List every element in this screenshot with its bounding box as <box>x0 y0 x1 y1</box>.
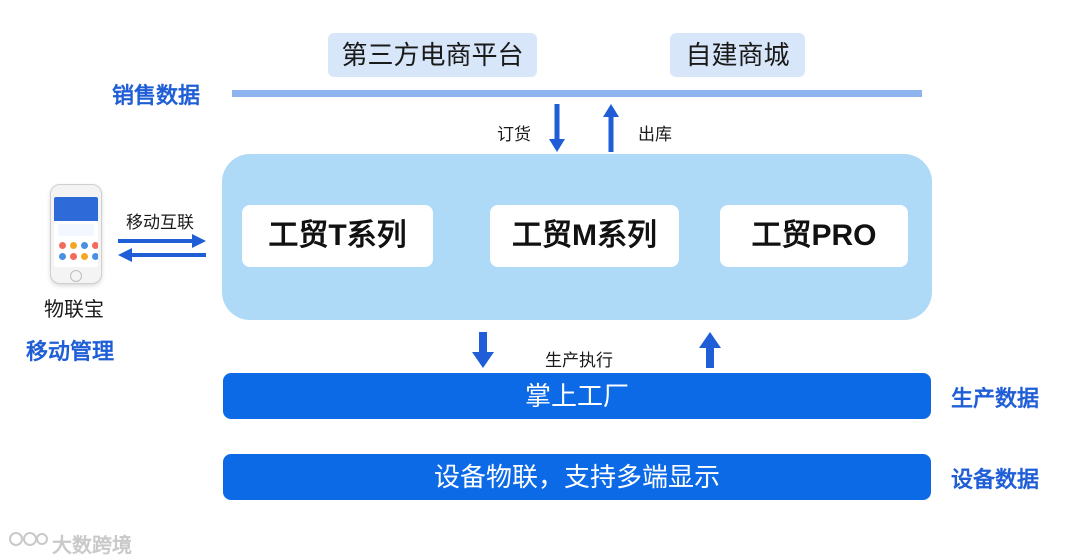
order-arrow-down-icon <box>549 104 565 152</box>
order-label: 订货 <box>497 125 531 144</box>
watermark-logo-icon <box>9 532 48 546</box>
production-data-label: 生产数据 <box>951 386 1040 411</box>
device-name: 物联宝 <box>44 299 104 321</box>
system-m-series: 工贸M系列 <box>490 205 679 267</box>
platform-third-party: 第三方电商平台 <box>328 33 537 77</box>
watermark-text: 大数跨境 <box>52 535 132 557</box>
production-arrow-up-icon <box>699 332 721 368</box>
system-t-series: 工贸T系列 <box>242 205 433 267</box>
outbound-label: 出库 <box>638 125 672 144</box>
phone-device-icon <box>50 184 102 284</box>
outbound-arrow-up-icon <box>603 104 619 152</box>
mobile-management-label: 移动管理 <box>26 339 115 364</box>
device-data-label: 设备数据 <box>951 467 1040 492</box>
mobile-link-label: 移动互联 <box>126 213 194 232</box>
sales-data-line <box>232 90 922 97</box>
mobile-link-arrows-icon <box>118 234 206 262</box>
iot-bar: 设备物联，支持多端显示 <box>223 454 931 500</box>
production-exec-label: 生产执行 <box>545 351 613 370</box>
system-pro: 工贸PRO <box>720 205 908 267</box>
sales-data-label: 销售数据 <box>112 83 201 108</box>
factory-bar: 掌上工厂 <box>223 373 931 419</box>
platform-self-built: 自建商城 <box>670 33 805 77</box>
production-arrow-down-icon <box>472 332 494 368</box>
